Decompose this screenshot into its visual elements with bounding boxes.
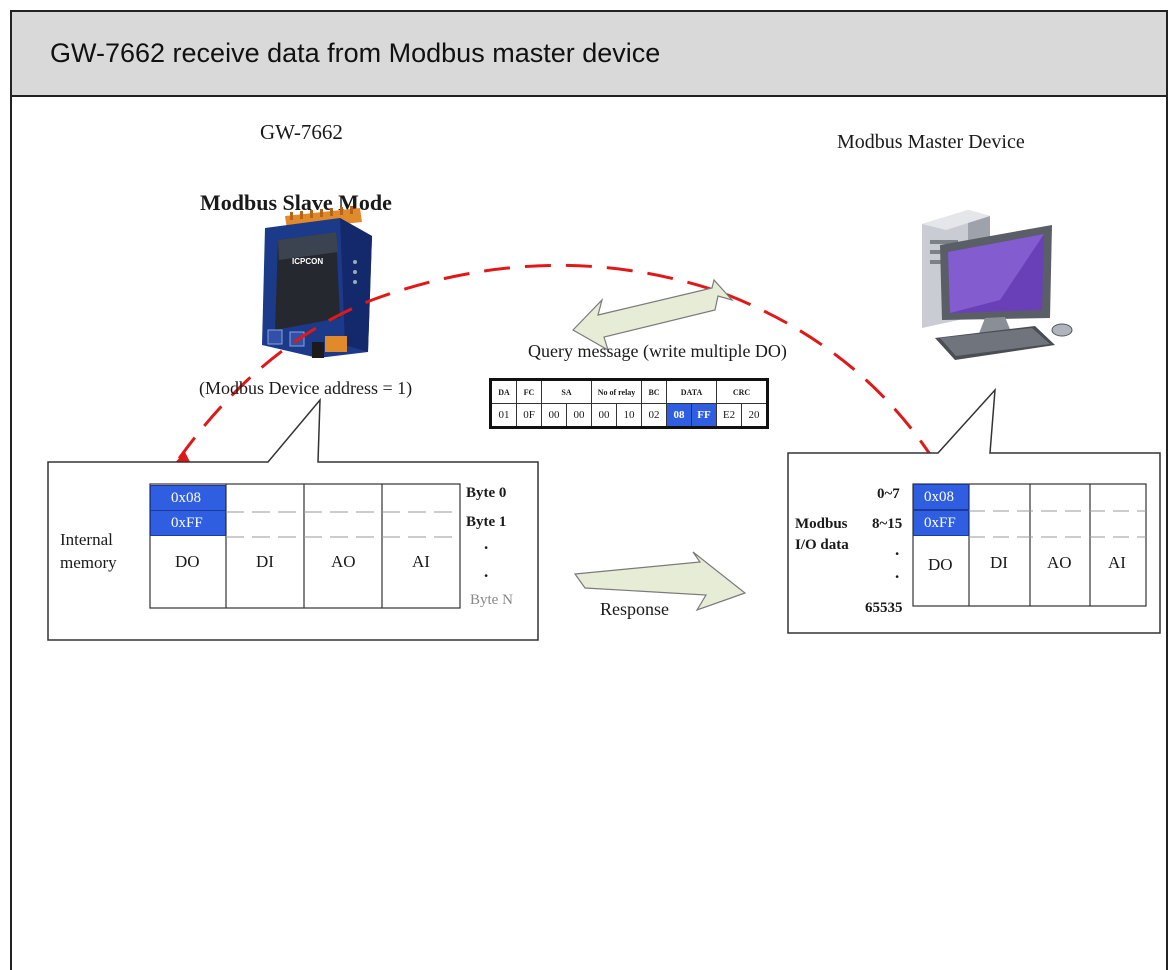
address-0-7: 0~7 — [877, 486, 900, 502]
address-dot-2: . — [895, 563, 900, 582]
device-address-label: (Modbus Device address = 1) — [199, 378, 413, 398]
io-cell-0-7: 0x08 — [913, 484, 969, 510]
master-callout — [787, 387, 1161, 634]
modbus-io-label-1: Modbus — [795, 516, 848, 532]
master-col-di: DI — [990, 553, 1008, 572]
title-bar: GW-7662 receive data from Modbus master … — [10, 10, 1168, 97]
memory-cell-byte0: 0x08 — [150, 485, 226, 511]
header-sa: SA — [541, 379, 592, 404]
query-message-label: Query message (write multiple DO) — [528, 341, 787, 361]
query-value: 10 — [616, 403, 642, 428]
query-value-data: FF — [691, 403, 717, 428]
io-cell-8-15: 0xFF — [913, 510, 969, 536]
gateway-device-image — [262, 206, 372, 358]
master-col-do: DO — [928, 555, 953, 574]
query-value: 0F — [516, 403, 542, 428]
master-device-label: Modbus Master Device — [837, 131, 1025, 153]
query-value: 01 — [490, 403, 517, 428]
byte-0-label: Byte 0 — [466, 485, 507, 501]
query-value: 20 — [741, 403, 768, 428]
query-message-table: DA FC SA No of relay BC DATA CRC 01 0F 0… — [489, 378, 769, 429]
gateway-col-di: DI — [256, 552, 274, 571]
query-value: E2 — [716, 403, 742, 428]
internal-memory-label-2: memory — [60, 553, 117, 572]
memory-cell-byte1: 0xFF — [150, 510, 226, 536]
device-brand-text: ICPCON — [292, 257, 324, 266]
gateway-col-ao: AO — [331, 552, 356, 571]
header-da: DA — [490, 379, 517, 404]
response-arrow — [573, 551, 747, 612]
header-crc: CRC — [716, 379, 768, 404]
gateway-col-do: DO — [175, 552, 200, 571]
master-col-ai: AI — [1108, 553, 1126, 572]
internal-memory-label-1: Internal — [60, 530, 113, 549]
diagram-title: GW-7662 receive data from Modbus master … — [50, 38, 661, 68]
query-arrow — [572, 278, 734, 352]
response-label: Response — [600, 599, 669, 619]
byte-n-label: Byte N — [470, 592, 513, 608]
byte-dot-1: . — [484, 534, 489, 553]
gateway-col-ai: AI — [412, 552, 430, 571]
modbus-io-label-2: I/O data — [795, 537, 849, 553]
gateway-label: GW-7662 — [260, 120, 343, 144]
computer-image — [922, 210, 1073, 360]
byte-dot-2: . — [484, 562, 489, 581]
address-8-15: 8~15 — [872, 516, 903, 532]
query-value: 00 — [591, 403, 617, 428]
address-dot-1: . — [895, 540, 900, 559]
query-value-data: 08 — [666, 403, 692, 428]
query-value: 00 — [541, 403, 567, 428]
address-65535: 65535 — [865, 600, 903, 616]
master-col-ao: AO — [1047, 553, 1072, 572]
byte-1-label: Byte 1 — [466, 514, 507, 530]
